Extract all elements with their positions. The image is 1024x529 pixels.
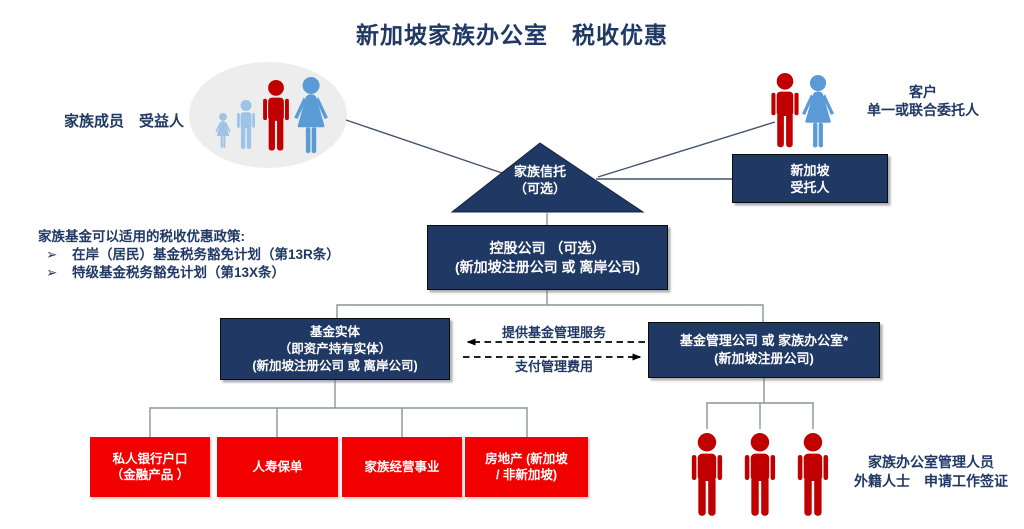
fund-entity-line-2: （即资产持有实体） (278, 341, 392, 356)
asset-3-line-1: 家族经营事业 (364, 460, 440, 474)
asset-box-private-bank: 私人银行户口 （金融产品 ） (90, 437, 210, 497)
asset-box-life-insurance: 人寿保单 (217, 437, 338, 497)
manager-line-2: (新加坡注册公司) (714, 351, 814, 366)
trust-line-1: 家族信托 (513, 164, 566, 179)
tax-incentives-note: 家族基金可以适用的税收优惠政策: ➢ 在岸（居民）基金税务豁免计划（第13R条）… (38, 228, 368, 282)
staff-person-2-icon (744, 433, 776, 516)
holding-company-box: 控股公司 （可选） (新加坡注册公司 或 离岸公司) (427, 225, 668, 290)
asset-4-line-2: / 非新加坡) (495, 468, 558, 482)
page-title: 新加坡家族办公室 税收优惠 (356, 22, 668, 48)
asset-box-real-estate: 房地产 (新加坡 / 非新加坡) (465, 437, 588, 497)
asset-4-line-1: 房地产 (新加坡 (485, 452, 568, 466)
line-client-to-trust (597, 121, 776, 178)
holding-line-1: 控股公司 （可选） (489, 239, 606, 256)
fund-entity-line-1: 基金实体 (309, 324, 360, 339)
asset-1-line-1: 私人银行户口 (112, 452, 188, 466)
tax-note-item-2-text: 特级基金税务豁免计划（第13X条） (72, 265, 286, 280)
arrow-bullet-icon: ➢ (46, 265, 58, 280)
asset-2-line-1: 人寿保单 (252, 460, 303, 474)
connector-holding-branches (336, 304, 764, 322)
tax-note-item-1: ➢ 在岸（居民）基金税务豁免计划（第13R条） (38, 246, 368, 264)
singapore-trustee-box: 新加坡 受托人 (732, 154, 888, 203)
connector-assets-rail (149, 407, 528, 437)
holding-line-2: (新加坡注册公司 或 离岸公司) (454, 258, 641, 275)
trustee-line-2: 受托人 (790, 179, 830, 195)
staff-person-1-icon (691, 433, 723, 516)
provide-services-label: 提供基金管理服务 (501, 325, 606, 340)
asset-1-line-2: （金融产品 ） (110, 468, 190, 482)
trustee-line-1: 新加坡 (790, 162, 830, 178)
family-trust-label: 家族信托 （可选） (470, 163, 610, 197)
manager-line-1: 基金管理公司 或 家族办公室* (679, 333, 849, 348)
client-title: 客户 (909, 84, 937, 100)
staff-note-line-2: 外籍人士 申请工作签证 (854, 473, 1008, 489)
fund-entity-box: 基金实体 （即资产持有实体） (新加坡注册公司 或 离岸公司) (220, 318, 450, 380)
asset-box-family-business: 家族经营事业 (342, 437, 462, 497)
family-members-label: 家族成员 受益人 (64, 113, 185, 130)
client-woman-icon (802, 75, 835, 148)
staff-note-line-1: 家族办公室管理人员 (868, 454, 994, 470)
client-subtitle: 单一或联合委托人 (867, 102, 979, 118)
fund-manager-box: 基金管理公司 或 家族办公室* (新加坡注册公司) (648, 322, 880, 378)
trust-line-2: （可选） (513, 181, 566, 196)
staff-note-label: 家族办公室管理人员 外籍人士 申请工作签证 (852, 453, 1010, 491)
client-man-icon (771, 73, 799, 148)
tax-note-heading: 家族基金可以适用的税收优惠政策: (38, 229, 245, 244)
tax-note-item-1-text: 在岸（居民）基金税务豁免计划（第13R条） (72, 247, 340, 262)
line-family-to-trust (345, 119, 503, 174)
arrow-bullet-icon: ➢ (46, 247, 58, 262)
pay-fees-label: 支付管理费用 (514, 359, 593, 374)
tax-note-item-2: ➢ 特级基金税务豁免计划（第13X条） (38, 264, 368, 282)
staff-person-3-icon (797, 433, 829, 516)
client-label: 客户 单一或联合委托人 (840, 83, 1006, 119)
fund-entity-line-3: (新加坡注册公司 或 离岸公司) (252, 358, 418, 373)
